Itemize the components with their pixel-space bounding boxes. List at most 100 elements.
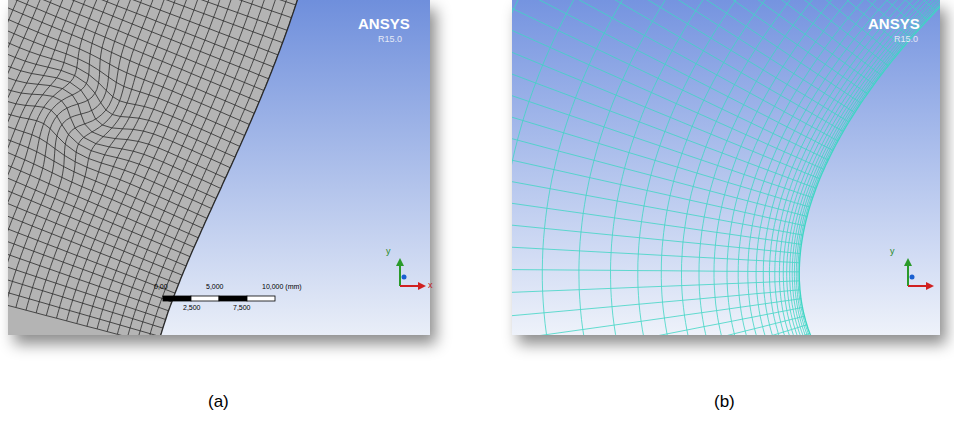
- mesh-line: [8, 28, 235, 158]
- mesh-line: [661, 0, 866, 335]
- mesh-lines: [512, 0, 940, 335]
- mesh-line: [8, 0, 278, 55]
- mesh-line: [8, 18, 240, 147]
- mesh-line: [512, 0, 861, 103]
- mesh-line: [8, 0, 120, 297]
- mesh-line: [8, 0, 150, 305]
- scale-value: 2,500: [183, 304, 201, 312]
- arrow-head: [396, 258, 404, 266]
- mesh-screenshot: [512, 0, 940, 335]
- x-axis: [400, 285, 420, 287]
- mesh-line: [779, 0, 940, 335]
- arrow-head: [904, 258, 912, 266]
- mesh-line: [783, 0, 940, 335]
- mesh-line: [8, 265, 158, 335]
- mesh-line: [512, 237, 800, 262]
- software-logo: ANSYS: [868, 16, 920, 33]
- mesh-line: [8, 193, 172, 302]
- mesh-line: [138, 0, 280, 335]
- mesh-line: [799, 0, 940, 335]
- mesh-line: [8, 78, 212, 209]
- mesh-line: [8, 156, 182, 276]
- mesh-line: [512, 308, 803, 336]
- background: [512, 0, 940, 335]
- mesh-line: [512, 46, 813, 198]
- mesh-body: [8, 0, 300, 335]
- mesh-line: [794, 0, 940, 335]
- mesh-line: [512, 325, 807, 335]
- mesh-line: [748, 0, 927, 335]
- mesh-line: [8, 57, 221, 188]
- scale-value: 10,000 (mm): [262, 283, 302, 291]
- z-axis: [402, 275, 407, 280]
- mesh-line: [512, 0, 820, 179]
- mesh-line: [512, 0, 849, 122]
- subfigure-label: (b): [714, 393, 735, 412]
- mesh-line: [595, 0, 936, 11]
- mesh-line: [512, 0, 874, 84]
- mesh-line: [512, 0, 755, 335]
- mesh-line: [512, 268, 799, 272]
- mesh-line: [512, 0, 828, 160]
- mesh-line: [512, 150, 803, 235]
- arrow-head: [418, 282, 426, 290]
- axis-triad: [904, 258, 934, 290]
- scale-value: 7,500: [233, 304, 251, 312]
- version-label: R15.0: [378, 35, 402, 45]
- version-label: R15.0: [894, 35, 918, 45]
- mesh-line: [542, 0, 903, 47]
- mesh-line: [512, 316, 805, 335]
- mesh-line: [608, 0, 940, 2]
- mesh-line: [714, 0, 903, 335]
- axis-label: y: [386, 247, 391, 257]
- mesh-grid: [512, 0, 940, 335]
- mesh-line: [8, 235, 163, 328]
- mesh-line: [512, 0, 838, 141]
- axis-triad: [396, 258, 426, 290]
- mesh-line: [512, 123, 805, 226]
- mesh-line: [8, 0, 10, 267]
- arrow-head: [926, 282, 934, 290]
- mesh-line: [611, 0, 832, 335]
- mesh-line: [512, 0, 833, 150]
- mesh-line: [638, 0, 850, 335]
- mesh-line: [8, 207, 169, 311]
- mesh-grid: [8, 0, 300, 335]
- mesh-line: [512, 96, 807, 217]
- mesh-line: [763, 0, 937, 335]
- scale-segment: [247, 296, 275, 301]
- mesh-line: [512, 0, 635, 335]
- mesh-line: [8, 47, 226, 178]
- mesh-line: [512, 0, 867, 94]
- x-axis: [908, 285, 928, 287]
- mesh-line: [128, 0, 271, 335]
- mesh-line: [512, 333, 810, 335]
- mesh-lines: [8, 0, 300, 335]
- mesh-line: [87, 0, 230, 326]
- axis-label: x: [428, 281, 433, 291]
- mesh-line: [8, 250, 160, 336]
- mesh-line: [512, 0, 824, 169]
- software-logo: ANSYS: [358, 16, 410, 33]
- mesh-line: [57, 0, 200, 318]
- mesh-line: [8, 144, 186, 266]
- mesh-line: [8, 0, 283, 43]
- mesh-line: [512, 0, 843, 132]
- mesh-line: [790, 0, 940, 335]
- scale-value: 5,000: [206, 283, 224, 291]
- mesh-line: [8, 132, 190, 257]
- mesh-line: [8, 88, 207, 218]
- subfigure-label: (a): [208, 393, 229, 412]
- mesh-line: [8, 0, 259, 102]
- mesh-line: [8, 0, 50, 278]
- mesh-line: [16, 0, 160, 308]
- mesh-line: [512, 71, 810, 208]
- mesh-line: [8, 0, 40, 275]
- z-axis: [910, 275, 915, 280]
- mesh-line: [8, 121, 194, 248]
- mesh-line: [512, 290, 800, 332]
- mesh-line: [512, 0, 681, 335]
- mesh-line: [542, 0, 784, 335]
- mesh-line: [8, 0, 30, 273]
- scale-segment: [219, 296, 247, 301]
